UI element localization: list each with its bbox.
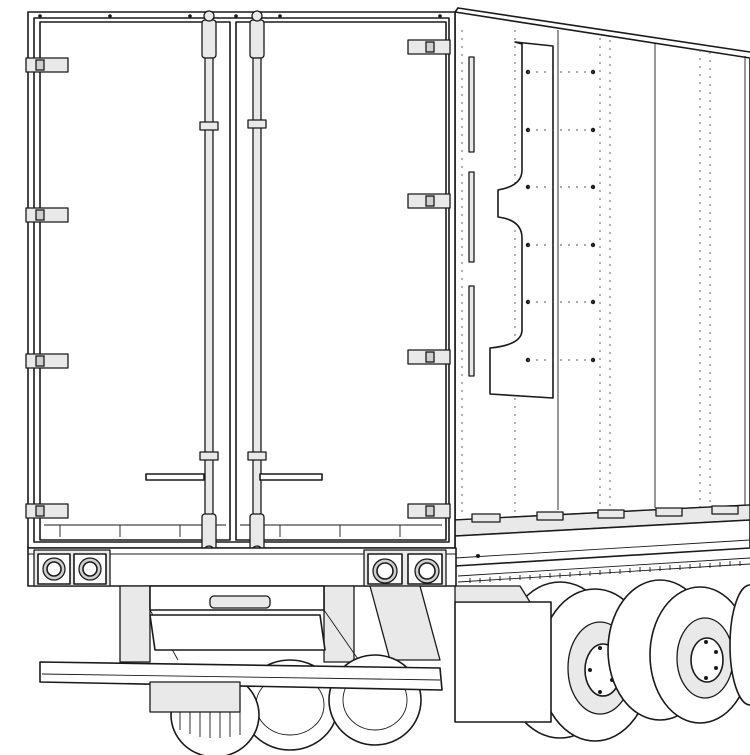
rear-door-right [235, 10, 451, 557]
trailer-side-wall [454, 7, 750, 583]
tail-light [33, 549, 447, 587]
door-hinge [407, 39, 451, 519]
wall-placard [468, 41, 596, 399]
underride-frame [119, 585, 441, 663]
lock-rod [145, 10, 219, 557]
door-hinge [25, 57, 69, 519]
rear-door-left [25, 10, 231, 557]
mud-flap [454, 585, 552, 723]
rail-tabs [471, 505, 739, 523]
wheel [170, 579, 750, 755]
bumper [39, 661, 443, 713]
